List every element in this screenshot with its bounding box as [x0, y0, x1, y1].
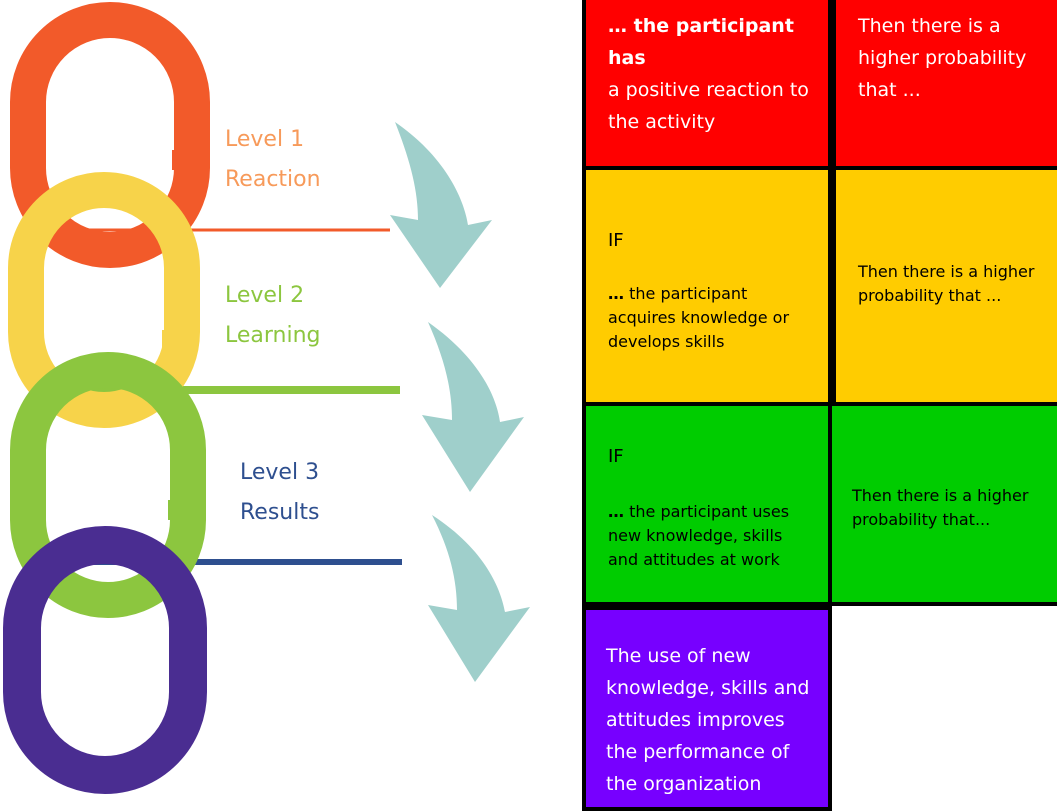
- cell-row3-left: IF … the participant uses new knowledge,…: [582, 402, 832, 606]
- cell-row4-text: The use of new knowledge, skills and att…: [606, 645, 810, 795]
- cell-row2-right: Then there is a higher probability that …: [832, 166, 1057, 406]
- chain-link-orange: [10, 2, 210, 268]
- level-2-subtitle: Learning: [225, 323, 321, 348]
- cell-row1-left: … the participant has a positive reactio…: [582, 0, 832, 170]
- cell-row4-left: The use of new knowledge, skills and att…: [582, 606, 832, 811]
- cell-row3-right: Then there is a higher probability that.…: [828, 402, 1057, 606]
- level-1-label: Level 1 Reaction: [225, 120, 321, 200]
- level-1-title: Level 1: [225, 127, 305, 152]
- cell-row1-left-text: … the participant has a positive reactio…: [608, 10, 828, 138]
- level-3-subtitle: Results: [240, 500, 320, 525]
- chain-link-yellow: [8, 172, 200, 428]
- cell-row2-ellipsis: …: [608, 284, 624, 303]
- cell-row2-right-text: Then there is a higher probability that …: [858, 262, 1035, 305]
- chain-link-purple: [3, 526, 207, 794]
- level-3-title: Level 3: [240, 460, 320, 485]
- curved-arrow-icon: [428, 515, 530, 682]
- cell-row1-left-rest: a positive reaction to the activity: [608, 79, 809, 133]
- chain-illustration: [3, 2, 530, 794]
- level-1-subtitle: Reaction: [225, 167, 321, 192]
- cell-row3-ellipsis: …: [608, 502, 624, 521]
- cell-row2-if: IF: [608, 230, 624, 251]
- level-2-label: Level 2 Learning: [225, 276, 321, 356]
- curved-arrow-icon: [390, 122, 492, 288]
- cell-row3-if: IF: [608, 446, 624, 467]
- cell-row3-left-text: … the participant uses new knowledge, sk…: [608, 500, 830, 572]
- level-3-label: Level 3 Results: [240, 453, 319, 533]
- level-2-title: Level 2: [225, 283, 305, 308]
- cell-row1-right: Then there is a higher probability that …: [832, 0, 1057, 170]
- cell-row3-left-body: the participant uses new knowledge, skil…: [608, 502, 790, 569]
- curved-arrow-icon: [422, 322, 524, 492]
- cell-row1-right-text: Then there is a higher probability that …: [858, 15, 1027, 101]
- cell-row1-left-bold: … the participant has: [608, 15, 794, 69]
- chain-link-green: [10, 352, 206, 618]
- cell-row2-left-body: the participant acquires knowledge or de…: [608, 284, 790, 351]
- cell-row3-right-text: Then there is a higher probability that.…: [852, 486, 1029, 529]
- cell-row2-left: IF … the participant acquires knowledge …: [582, 166, 832, 406]
- cell-row2-left-text: … the participant acquires knowledge or …: [608, 282, 830, 354]
